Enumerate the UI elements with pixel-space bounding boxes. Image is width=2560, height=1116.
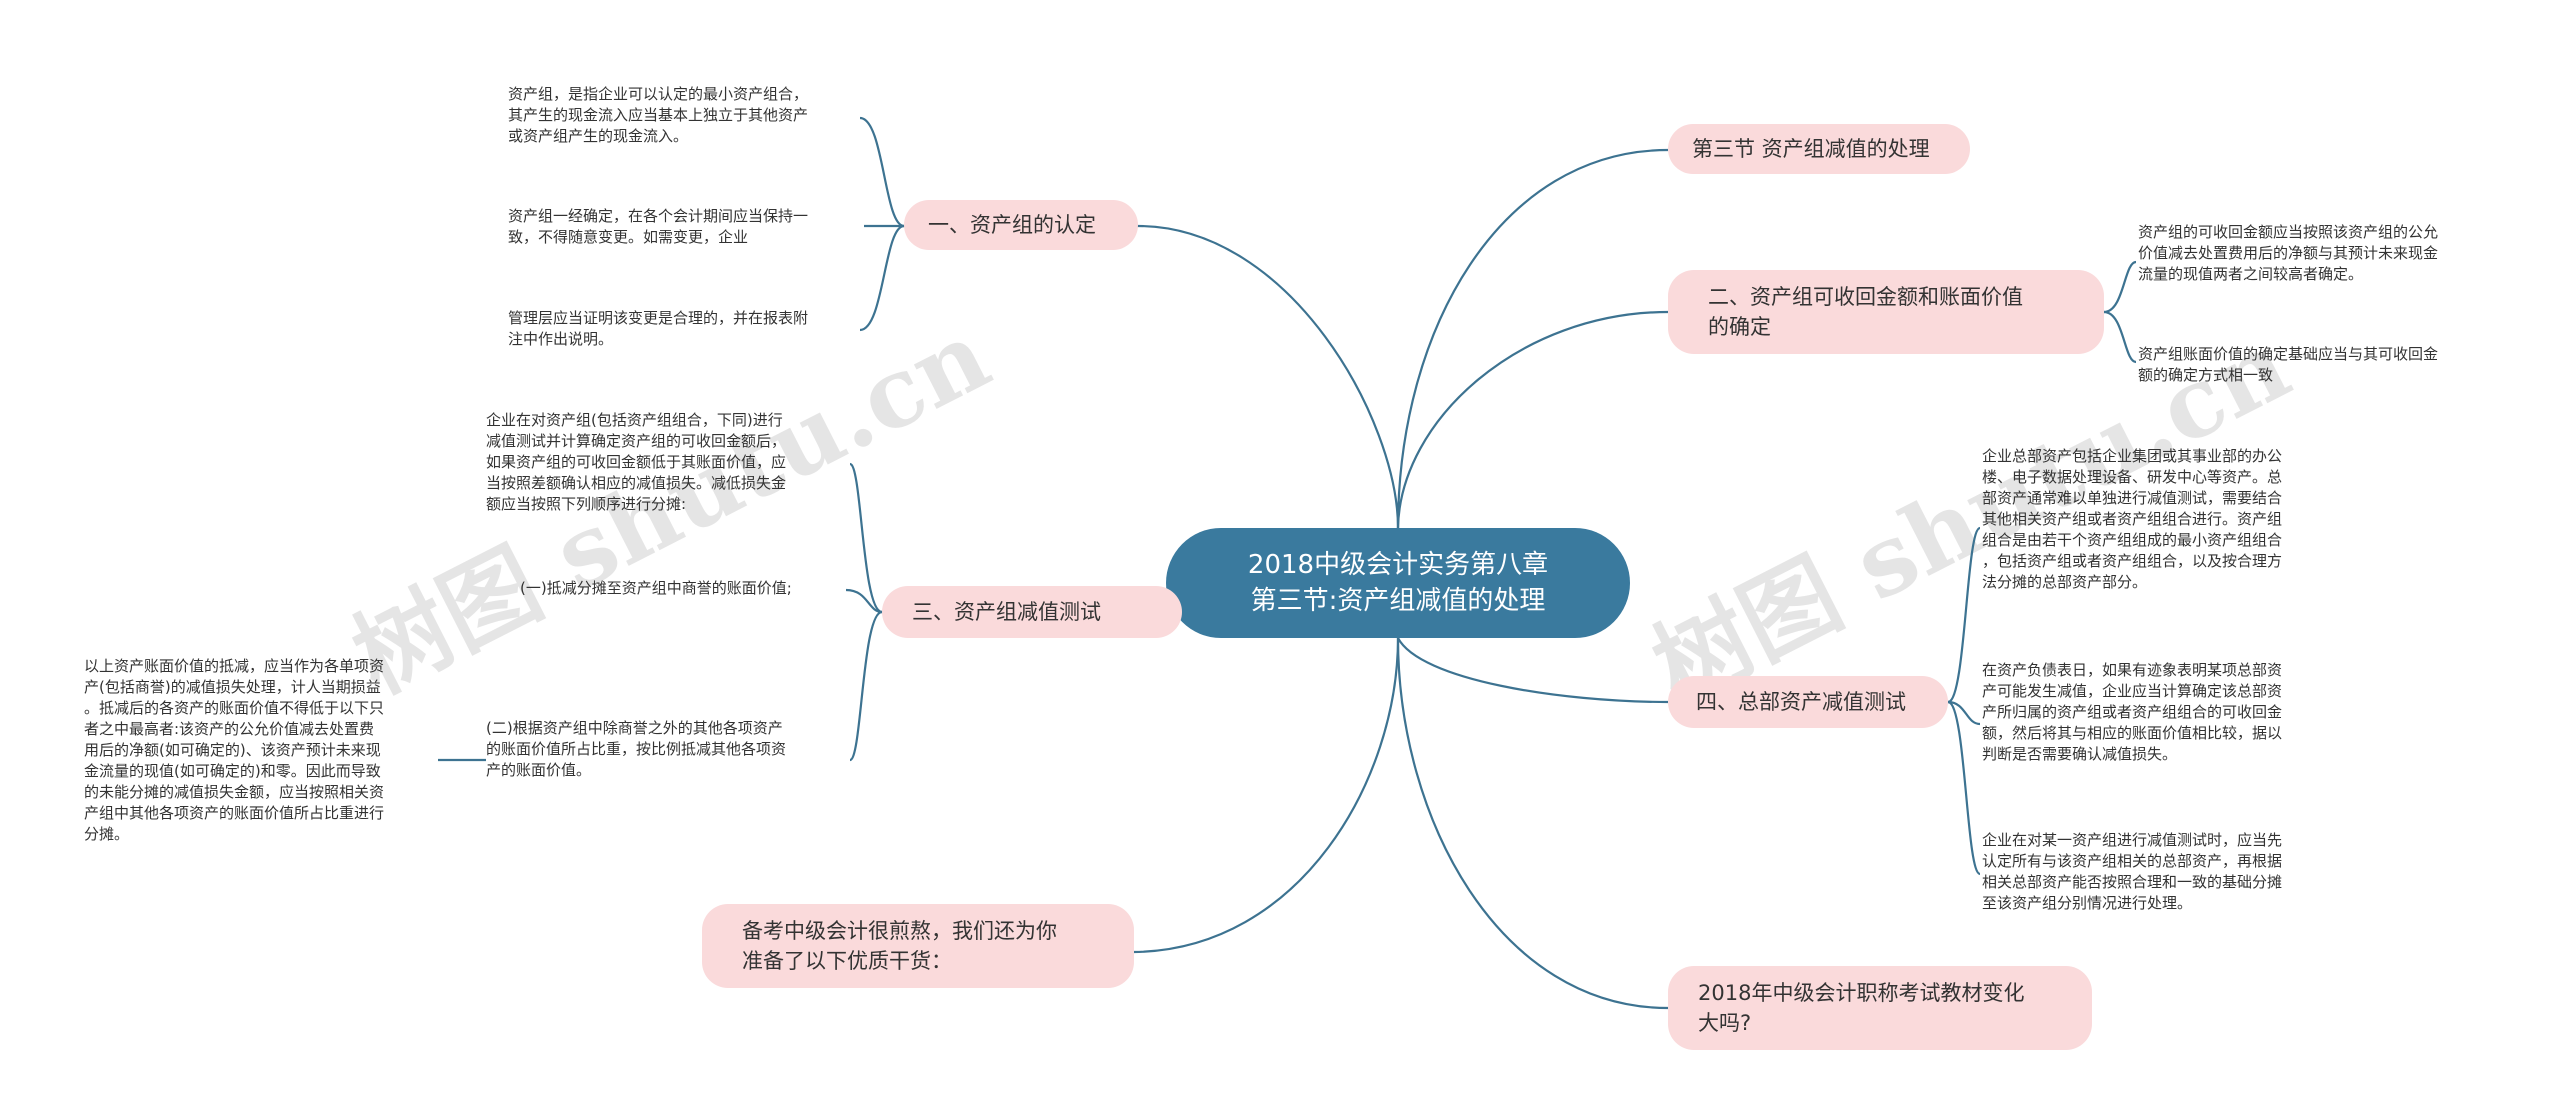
note-management-proof: 管理层应当证明该变更是合理的，并在报表附 注中作出说明。 [508, 308, 808, 350]
note-line: 注中作出说明。 [508, 330, 614, 348]
note-line: 资产组的可收回金额应当按照该资产组的公允 [2138, 223, 2439, 241]
note-line: 认定所有与该资产组相关的总部资产，再根据 [1982, 852, 2283, 870]
note-line: 额应当按照下列顺序进行分摊: [486, 495, 687, 513]
branch-label: 四、总部资产减值测试 [1696, 690, 1906, 714]
link-central-r5 [1396, 637, 1669, 1010]
note-line: 额的确定方式相一致 [2138, 366, 2274, 384]
note-line: 产可能发生减值，企业应当计算确定该总部资 [1982, 682, 2283, 700]
note-line: 如果资产组的可收回金额低于其账面价值，应 [486, 453, 787, 471]
note-line: (一)抵减分摊至资产组中商誉的账面价值; [520, 579, 792, 597]
note-line: 减值测试并计算确定资产组的可收回金额后， [486, 432, 787, 450]
note-line: ，包括资产组或者资产组组合，以及按合理方 [1982, 552, 2283, 570]
branch-label: 三、资产组减值测试 [912, 600, 1101, 624]
note-line: 金流量的现值(如可确定的)和零。因此而导致 [84, 762, 381, 780]
note-carrying-amount: 资产组账面价值的确定基础应当与其可收回金 额的确定方式相一致 [2138, 344, 2438, 386]
note-line: 价值减去处置费用后的净额与其预计未来现金 [2138, 244, 2439, 262]
branch-label: 一、资产组的认定 [928, 213, 1096, 237]
note-line: 至该资产组分别情况进行处理。 [1982, 894, 2193, 912]
note-line: (二)根据资产组中除商誉之外的其他各项资产 [486, 719, 783, 737]
note-line: 其产生的现金流入应当基本上独立于其他资产 [508, 106, 809, 124]
note-line: 法分摊的总部资产部分。 [1982, 573, 2148, 591]
note-line: 部资产通常难以单独进行减值测试，需要结合 [1982, 489, 2283, 507]
note-line: 额，然后将其与相应的账面价值相比较，据以 [1982, 724, 2283, 742]
note-line: 判断是否需要确认减值损失。 [1982, 745, 2178, 763]
branch-section-three-title[interactable]: 第三节 资产组减值的处理 [1668, 124, 1970, 174]
branch-line1: 2018年中级会计职称考试教材变化 [1698, 981, 2025, 1005]
note-line: 在资产负债表日，如果有迹象表明某项总部资 [1982, 661, 2283, 679]
note-goodwill-offset: (一)抵减分摊至资产组中商誉的账面价值; [520, 578, 792, 599]
note-line: 相关总部资产能否按照合理和一致的基础分摊 [1982, 873, 2283, 891]
note-offset-details: 以上资产账面价值的抵减，应当作为各单项资 产(包括商誉)的减值损失处理，计人当期… [84, 656, 384, 845]
note-line: 的未能分摊的减值损失金额，应当按照相关资 [84, 783, 385, 801]
branch-exam-prep-materials[interactable]: 备考中级会计很煎熬，我们还为你 准备了以下优质干货： [702, 904, 1134, 988]
branch-label: 第三节 资产组减值的处理 [1692, 137, 1930, 161]
note-corporate-assets-definition: 企业总部资产包括企业集团或其事业部的办公 楼、电子数据处理设备、研发中心等资产。… [1982, 446, 2282, 593]
note-line: 企业总部资产包括企业集团或其事业部的办公 [1982, 447, 2283, 465]
note-balance-sheet-date: 在资产负债表日，如果有迹象表明某项总部资 产可能发生减值，企业应当计算确定该总部… [1982, 660, 2282, 765]
b1-bracket-1 [859, 116, 905, 228]
r2-bracket-2 [2103, 310, 2137, 364]
note-line: 资产组，是指企业可以认定的最小资产组合， [508, 85, 809, 103]
note-line: 其他相关资产组或者资产组组合进行。资产组 [1982, 510, 2283, 528]
branch-line1: 二、资产组可收回金额和账面价值 [1708, 285, 2023, 309]
note-line: 组合是由若干个资产组组成的最小资产组组合 [1982, 531, 2283, 549]
note-line: 产组中其他各项资产的账面价值所占比重进行 [84, 804, 385, 822]
r4-bracket-1 [1947, 526, 1982, 704]
b1-bracket-3 [859, 224, 905, 332]
branch-textbook-changes[interactable]: 2018年中级会计职称考试教材变化 大吗? [1668, 966, 2092, 1050]
note-line: 楼、电子数据处理设备、研发中心等资产。总 [1982, 468, 2283, 486]
branch-asset-group-impairment-test[interactable]: 三、资产组减值测试 [882, 586, 1182, 638]
note-line: 资产组一经确定，在各个会计期间应当保持一 [508, 207, 809, 225]
note-line: 资产组账面价值的确定基础应当与其可收回金 [2138, 345, 2439, 363]
r4-bracket-3 [1947, 700, 1982, 876]
note-line: 流量的现值两者之间较高者确定。 [2138, 265, 2364, 283]
note-line: 产(包括商誉)的减值损失处理，计人当期损益 [84, 678, 381, 696]
note-line: 或资产组产生的现金流入。 [508, 127, 689, 145]
link-central-b1 [1137, 224, 1400, 529]
branch-line2: 的确定 [1708, 315, 1771, 339]
branch-line2: 大吗? [1698, 1011, 1752, 1035]
note-line: 企业在对某一资产组进行减值测试时，应当先 [1982, 831, 2283, 849]
note-line: 以上资产账面价值的抵减，应当作为各单项资 [84, 657, 385, 675]
b3-bracket-1 [848, 462, 883, 614]
link-central-r2 [1396, 310, 1669, 529]
link-central-r1 [1396, 148, 1669, 529]
note-impairment-allocation-order: 企业在对资产组(包括资产组组合，下同)进行 减值测试并计算确定资产组的可收回金额… [486, 410, 786, 515]
note-line: 者之中最高者:该资产的公允价值减去处置费 [84, 720, 375, 738]
r2-bracket-1 [2103, 260, 2137, 314]
note-asset-group-definition: 资产组，是指企业可以认定的最小资产组合， 其产生的现金流入应当基本上独立于其他资… [508, 84, 808, 147]
note-line: 产所归属的资产组或者资产组组合的可收回金 [1982, 703, 2283, 721]
note-asset-group-consistency: 资产组一经确定，在各个会计期间应当保持一 致，不得随意变更。如需变更，企业 [508, 206, 808, 248]
central-topic-line2: 第三节:资产组减值的处理 [1250, 586, 1546, 616]
link-central-r4 [1397, 637, 1669, 704]
note-testing-procedure: 企业在对某一资产组进行减值测试时，应当先 认定所有与该资产组相关的总部资产，再根… [1982, 830, 2282, 914]
central-topic[interactable]: 2018中级会计实务第八章 第三节:资产组减值的处理 [1166, 528, 1630, 638]
note-line: 产的账面价值。 [486, 761, 592, 779]
branch-line2: 准备了以下优质干货： [742, 949, 952, 973]
note-line: 。抵减后的各资产的账面价值不得低于以下只 [84, 699, 385, 717]
note-line: 企业在对资产组(包括资产组组合，下同)进行 [486, 411, 783, 429]
note-line: 致，不得随意变更。如需变更，企业 [508, 228, 749, 246]
note-line: 的账面价值所占比重，按比例抵减其他各项资 [486, 740, 787, 758]
note-line: 当按照差额确认相应的减值损失。减低损失金 [486, 474, 787, 492]
branch-asset-group-identification[interactable]: 一、资产组的认定 [904, 200, 1138, 250]
b3-bracket-2 [845, 588, 883, 614]
note-line: 用后的净额(如可确定的)、该资产预计未来现 [84, 741, 381, 759]
branch-line1: 备考中级会计很煎熬，我们还为你 [742, 919, 1057, 943]
link-central-b5 [1133, 637, 1400, 954]
b3-bracket-3 [848, 610, 883, 762]
note-other-assets-offset: (二)根据资产组中除商誉之外的其他各项资产 的账面价值所占比重，按比例抵减其他各… [486, 718, 786, 781]
branch-recoverable-amount[interactable]: 二、资产组可收回金额和账面价值 的确定 [1668, 270, 2104, 354]
note-recoverable-amount: 资产组的可收回金额应当按照该资产组的公允 价值减去处置费用后的净额与其预计未来现… [2138, 222, 2438, 285]
r4-bracket-2 [1947, 700, 1981, 726]
note-line: 分摊。 [84, 825, 130, 843]
central-topic-line1: 2018中级会计实务第八章 [1247, 550, 1549, 580]
note-line: 管理层应当证明该变更是合理的，并在报表附 [508, 309, 809, 327]
branch-corporate-assets-test[interactable]: 四、总部资产减值测试 [1668, 676, 1948, 728]
